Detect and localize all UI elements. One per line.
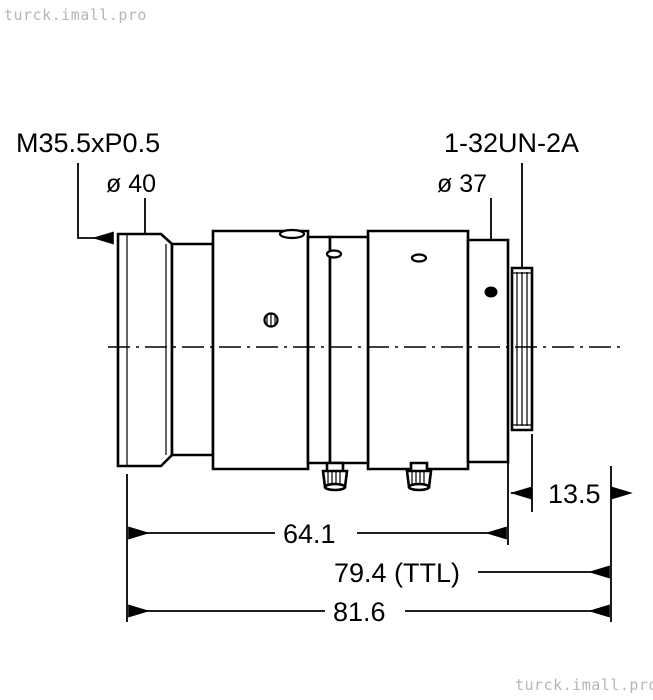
second-step-outline [170, 242, 215, 457]
dimension-lines: 13.5 64.1 79.4 (TTL) 81.6 [126, 434, 633, 627]
watermark-bottom-right: turck.imall.pro [515, 676, 653, 694]
watermark-top-left: turck.imall.pro [4, 6, 147, 24]
hole-detail-aperture-barrel [410, 253, 428, 263]
label-diameter-body: ø 37 [437, 170, 487, 198]
slot-detail-focus-barrel [278, 228, 306, 240]
label-thread-mount: 1-32UN-2A [444, 128, 579, 158]
mount-flange-outline [466, 238, 510, 464]
label-ttl: 79.4 (TTL) [334, 558, 460, 588]
label-body-length: 64.1 [283, 519, 336, 549]
screw-detail-focus-barrel [263, 312, 279, 328]
mid-step-outline [306, 235, 332, 465]
aperture-barrel-left [328, 235, 370, 465]
lens-body-graphic [108, 228, 625, 492]
aperture-barrel-outline [366, 229, 470, 471]
front-ring-outline [116, 232, 174, 468]
label-diameter-front: ø 40 [106, 170, 156, 198]
leader-thread-front [77, 163, 114, 245]
screw-detail-mount-flange [484, 286, 498, 298]
label-thread-front: M35.5xP0.5 [16, 128, 160, 158]
thumbscrew-left [321, 461, 349, 492]
label-overall-length: 81.6 [333, 597, 386, 627]
hole-detail-mid-barrel [325, 249, 343, 259]
focus-barrel-outline [211, 229, 310, 471]
thumbscrew-right [405, 461, 433, 492]
label-mount-length: 13.5 [548, 479, 601, 509]
